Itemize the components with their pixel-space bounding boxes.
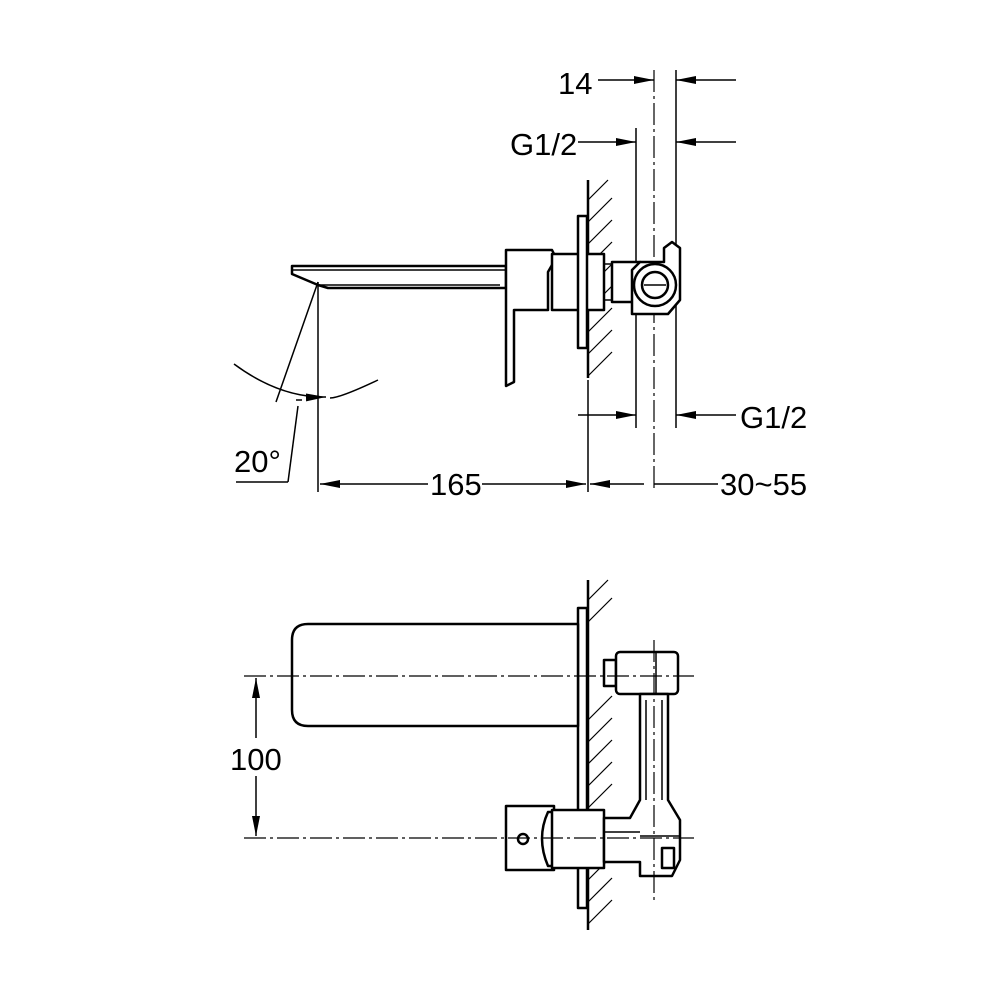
dim-30-55: 30~55: [590, 467, 807, 502]
dim-g12-top-label: G1/2: [510, 127, 577, 162]
wall-hatch-lower: [586, 579, 613, 930]
dim-14: 14: [558, 66, 736, 101]
plan-view: 100: [230, 579, 694, 930]
dim-30-55-label: 30~55: [720, 467, 807, 502]
dim-14-label: 14: [558, 66, 592, 101]
dim-g12-right: G1/2: [578, 400, 807, 435]
side-view: 14 G1/2 G1/2 20°: [233, 66, 807, 502]
dim-165-label: 165: [430, 467, 482, 502]
concealed-valve: [610, 240, 682, 316]
lever-handle: [504, 248, 558, 388]
dim-100: 100: [230, 678, 282, 836]
dim-100-label: 100: [230, 742, 282, 777]
dim-angle-label: 20°: [234, 444, 281, 479]
dim-g12-top: G1/2: [510, 127, 736, 162]
concealed-valve-front: [602, 650, 682, 878]
dim-angle: 20°: [233, 281, 379, 492]
dim-165: 165: [320, 380, 589, 502]
wall-plate-front: [576, 606, 589, 910]
wall-plate: [576, 214, 589, 350]
spout-front: [290, 622, 580, 728]
dim-g12-right-label: G1/2: [740, 400, 807, 435]
